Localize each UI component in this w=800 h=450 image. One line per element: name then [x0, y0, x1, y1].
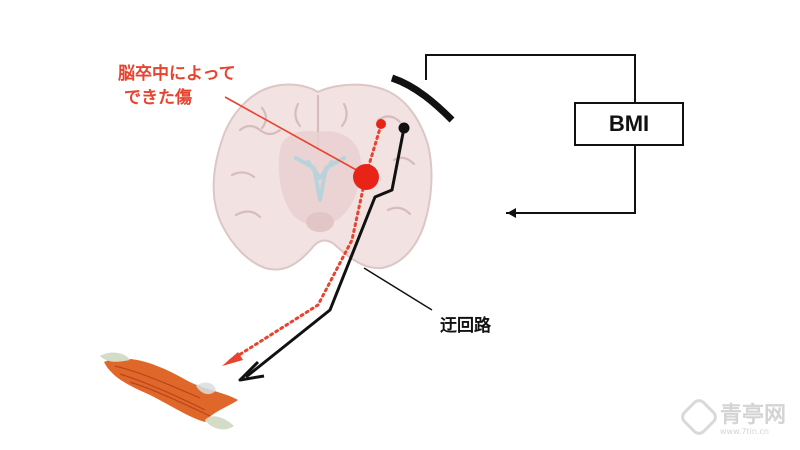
lesion-label-line2: できた傷 — [124, 88, 192, 108]
tendon-lower — [205, 416, 234, 430]
brain-section — [212, 83, 433, 271]
lesion-pointer-line — [224, 96, 361, 173]
muscle-fibers — [114, 365, 211, 417]
bmi-output-arrowhead — [507, 208, 516, 218]
original-pathway-arrowhead — [222, 352, 243, 366]
bypass-label: 迂回路 — [440, 316, 491, 336]
tendon-upper — [100, 352, 130, 362]
watermark-url: www.7tin.cn — [719, 427, 769, 436]
bmi-electrode-arc — [390, 74, 455, 123]
bmi-input-wire — [425, 54, 636, 102]
muscle-illustration — [100, 352, 238, 430]
motor-cortex-black-dot — [398, 122, 410, 134]
lesion-label-line1: 脳卒中によって — [118, 64, 236, 84]
muscle-belly — [104, 358, 238, 422]
bypass-pathway — [245, 127, 406, 379]
motor-cortex-red-dot — [376, 119, 386, 129]
lesion-marker — [353, 164, 379, 190]
lesion-label: 脳卒中によって できた傷 — [118, 62, 236, 110]
bypass-pointer-line — [363, 267, 433, 311]
bmi-output-wire — [506, 146, 636, 214]
watermark: 青亭网 www.7tin.cn — [677, 395, 786, 438]
watermark-text: 青亭网 — [719, 403, 786, 428]
bmi-box: BMI — [574, 102, 684, 146]
ventricles — [294, 156, 346, 202]
original-pathway-dotted — [226, 123, 383, 364]
muscle-sheen — [196, 382, 216, 395]
bmi-label: BMI — [608, 111, 650, 136]
watermark-logo-icon — [677, 395, 721, 438]
brainstem — [306, 212, 334, 232]
brain-gyri — [230, 94, 416, 219]
bypass-arrowhead — [238, 360, 265, 382]
